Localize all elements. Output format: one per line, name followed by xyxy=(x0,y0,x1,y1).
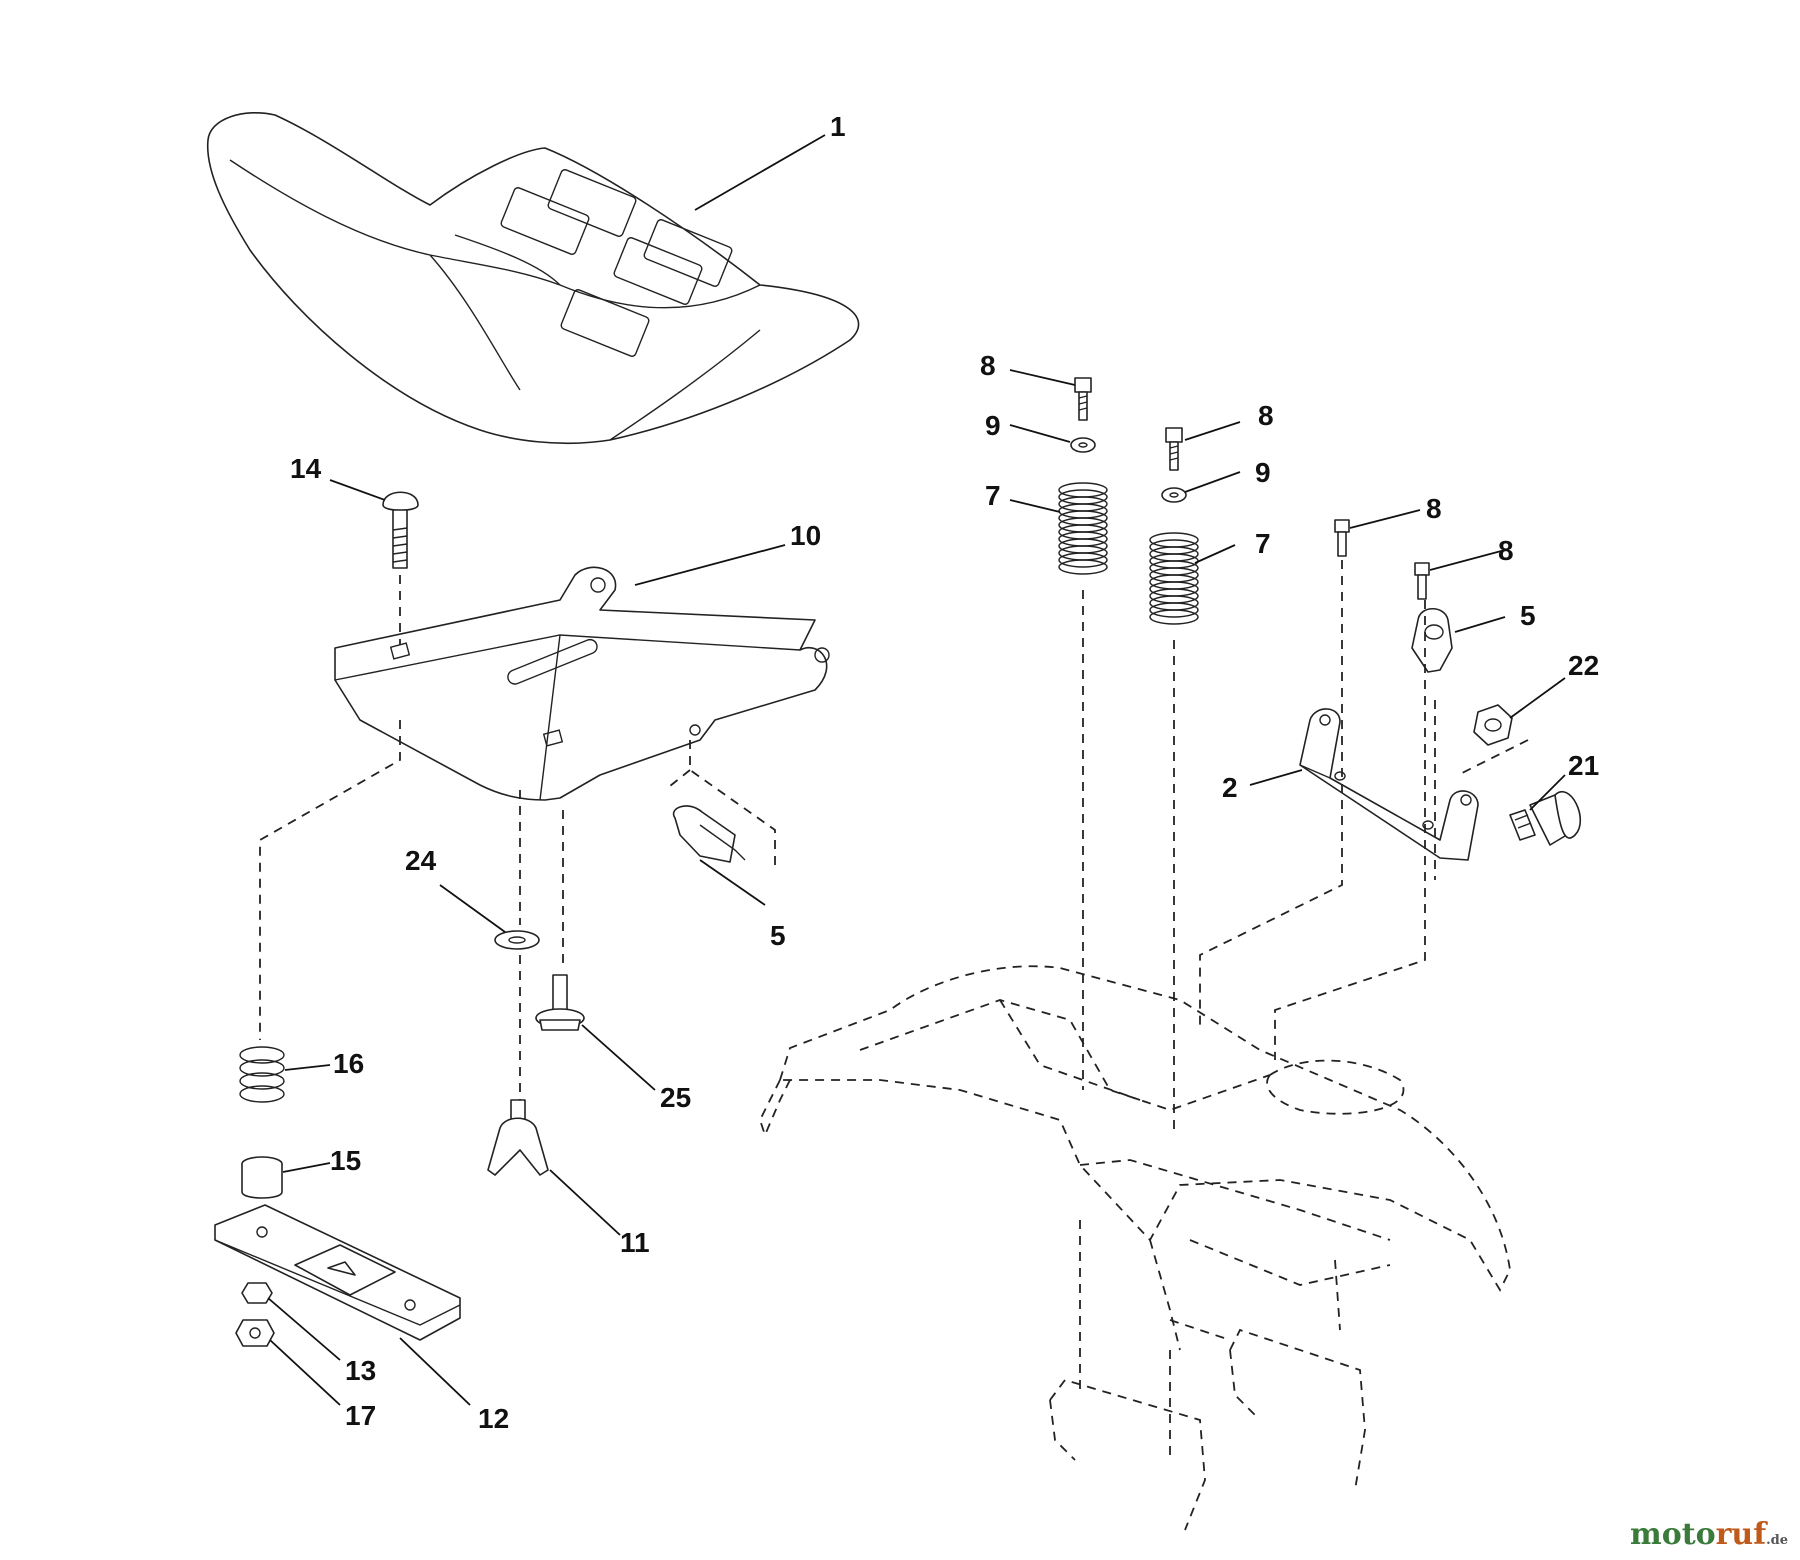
callout-1: 1 xyxy=(830,111,846,142)
washer xyxy=(494,930,540,950)
callout-7-b: 7 xyxy=(1255,528,1271,559)
callout-15: 15 xyxy=(330,1145,361,1176)
callout-labels: 1 14 10 24 5 16 15 25 11 13 17 12 8 9 7 … xyxy=(290,111,1599,1434)
callout-9-b: 9 xyxy=(1255,457,1271,488)
coil-turn xyxy=(1149,602,1199,618)
watermark-suffix: .de xyxy=(1766,1533,1788,1548)
wire-clip xyxy=(1411,607,1453,673)
callout-21: 21 xyxy=(1568,750,1599,781)
flange-nuts xyxy=(235,1282,275,1347)
callout-8-b: 8 xyxy=(1258,400,1274,431)
callout-7-a: 7 xyxy=(985,480,1001,511)
callout-5-left: 5 xyxy=(770,920,786,951)
seat-pan xyxy=(334,566,830,801)
leader-lines xyxy=(267,134,1566,1406)
callout-12: 12 xyxy=(478,1403,509,1434)
coil-turn xyxy=(1149,609,1199,625)
callout-8-a: 8 xyxy=(980,350,996,381)
coil-turn xyxy=(1058,552,1108,568)
seat-bracket xyxy=(214,1204,461,1341)
shoulder-bolt xyxy=(535,974,585,1031)
coil-spring-right xyxy=(1149,532,1199,625)
watermark-part1: moto xyxy=(1629,1517,1716,1552)
callout-10: 10 xyxy=(790,520,821,551)
callout-14: 14 xyxy=(290,453,322,484)
mounting-bracket xyxy=(1299,708,1479,861)
watermark-part2: ruf xyxy=(1715,1517,1767,1552)
spring-assembly-right xyxy=(1161,427,1187,503)
callout-5-right: 5 xyxy=(1520,600,1536,631)
assembly-lines xyxy=(259,560,1529,1460)
callout-22: 22 xyxy=(1568,650,1599,681)
seat xyxy=(206,112,860,445)
callout-13: 13 xyxy=(345,1355,376,1386)
hex-nut xyxy=(1473,704,1513,746)
carriage-bolt xyxy=(382,491,419,569)
tractor-frame xyxy=(759,965,1511,1531)
callout-2: 2 xyxy=(1222,772,1238,803)
callout-24: 24 xyxy=(405,845,437,876)
callout-9-a: 9 xyxy=(985,410,1001,441)
seat-switch-clip xyxy=(672,805,746,863)
coil-spring-left xyxy=(1058,482,1108,575)
callout-25: 25 xyxy=(660,1082,691,1113)
callout-16: 16 xyxy=(333,1048,364,1079)
spacer xyxy=(241,1156,283,1199)
callout-8-c: 8 xyxy=(1426,493,1442,524)
adjustment-knob xyxy=(487,1099,549,1176)
watermark-logo: motoruf.de xyxy=(1630,1517,1788,1552)
seat-spring xyxy=(239,1046,285,1103)
bracket-bolts xyxy=(1334,519,1430,600)
coil-turn xyxy=(1058,559,1108,575)
shoulder-bolt-21 xyxy=(1509,791,1581,846)
callout-8-d: 8 xyxy=(1498,535,1514,566)
callout-11: 11 xyxy=(620,1227,650,1258)
spring-assembly-left xyxy=(1070,377,1096,453)
callout-17: 17 xyxy=(345,1400,376,1431)
